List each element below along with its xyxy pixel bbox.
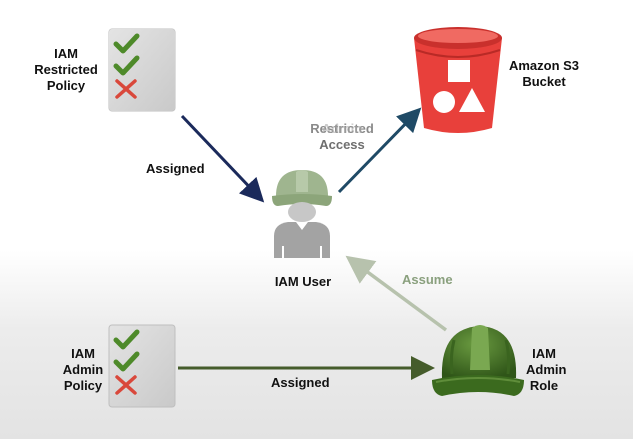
- policy-to-user-arrow: [180, 114, 265, 203]
- admin-role-label-line2: Admin: [526, 362, 567, 377]
- restricted-policy-label-line2: Restricted: [34, 62, 98, 77]
- cross-icon: [115, 375, 137, 395]
- circle-shape-icon: [433, 91, 455, 113]
- user-to-bucket-label-line1: Restricted: [310, 121, 374, 136]
- admin-policy-label: IAM Admin Policy: [58, 346, 108, 394]
- restricted-policy-document-icon: [108, 28, 176, 112]
- s3-bucket-label-line2: Bucket: [522, 74, 566, 89]
- user-to-bucket-label: Restricted Admin Access: [297, 121, 387, 153]
- s3-bucket-label-line1: Amazon S3: [508, 58, 580, 73]
- admin-policy-label-line3: Policy: [63, 378, 103, 393]
- admin-policy-document-icon: [108, 324, 176, 408]
- admin-role-label-line3: Role: [529, 378, 559, 393]
- triangle-shape-icon: [459, 88, 485, 112]
- user-to-bucket-arrow: [337, 107, 422, 194]
- admin-role-label: IAM Admin Role: [526, 346, 567, 394]
- restricted-policy-label-line3: Policy: [46, 78, 86, 93]
- square-shape-icon: [448, 60, 470, 82]
- check-icon: [113, 55, 140, 76]
- admin-role-label-line1: IAM: [532, 346, 556, 361]
- cross-icon: [115, 79, 137, 99]
- check-icon: [113, 351, 140, 372]
- policy-to-user-label: Assigned: [146, 161, 205, 176]
- s3-bucket-label: Amazon S3 Bucket: [498, 58, 590, 90]
- admin-role-helmet-icon: [432, 325, 524, 396]
- iam-user-icon: [272, 170, 332, 258]
- check-icon: [113, 33, 140, 54]
- restricted-policy-label: IAM Restricted Policy: [28, 46, 104, 94]
- admin-policy-label-line1: IAM: [71, 346, 95, 361]
- admin-policy-label-line2: Admin: [62, 362, 104, 377]
- user-to-bucket-label-line2: Access: [319, 137, 365, 152]
- check-icon: [113, 329, 140, 350]
- iam-user-label: IAM User: [274, 274, 332, 289]
- user-to-bucket-label-line1-overlay: Admin: [321, 121, 363, 136]
- s3-bucket-icon: [414, 27, 502, 133]
- restricted-policy-label-line1: IAM: [54, 46, 78, 61]
- admin-policy-to-role-label: Assigned: [271, 375, 330, 390]
- role-to-user-label: Assume: [402, 272, 453, 287]
- role-to-user-arrow: [345, 255, 448, 332]
